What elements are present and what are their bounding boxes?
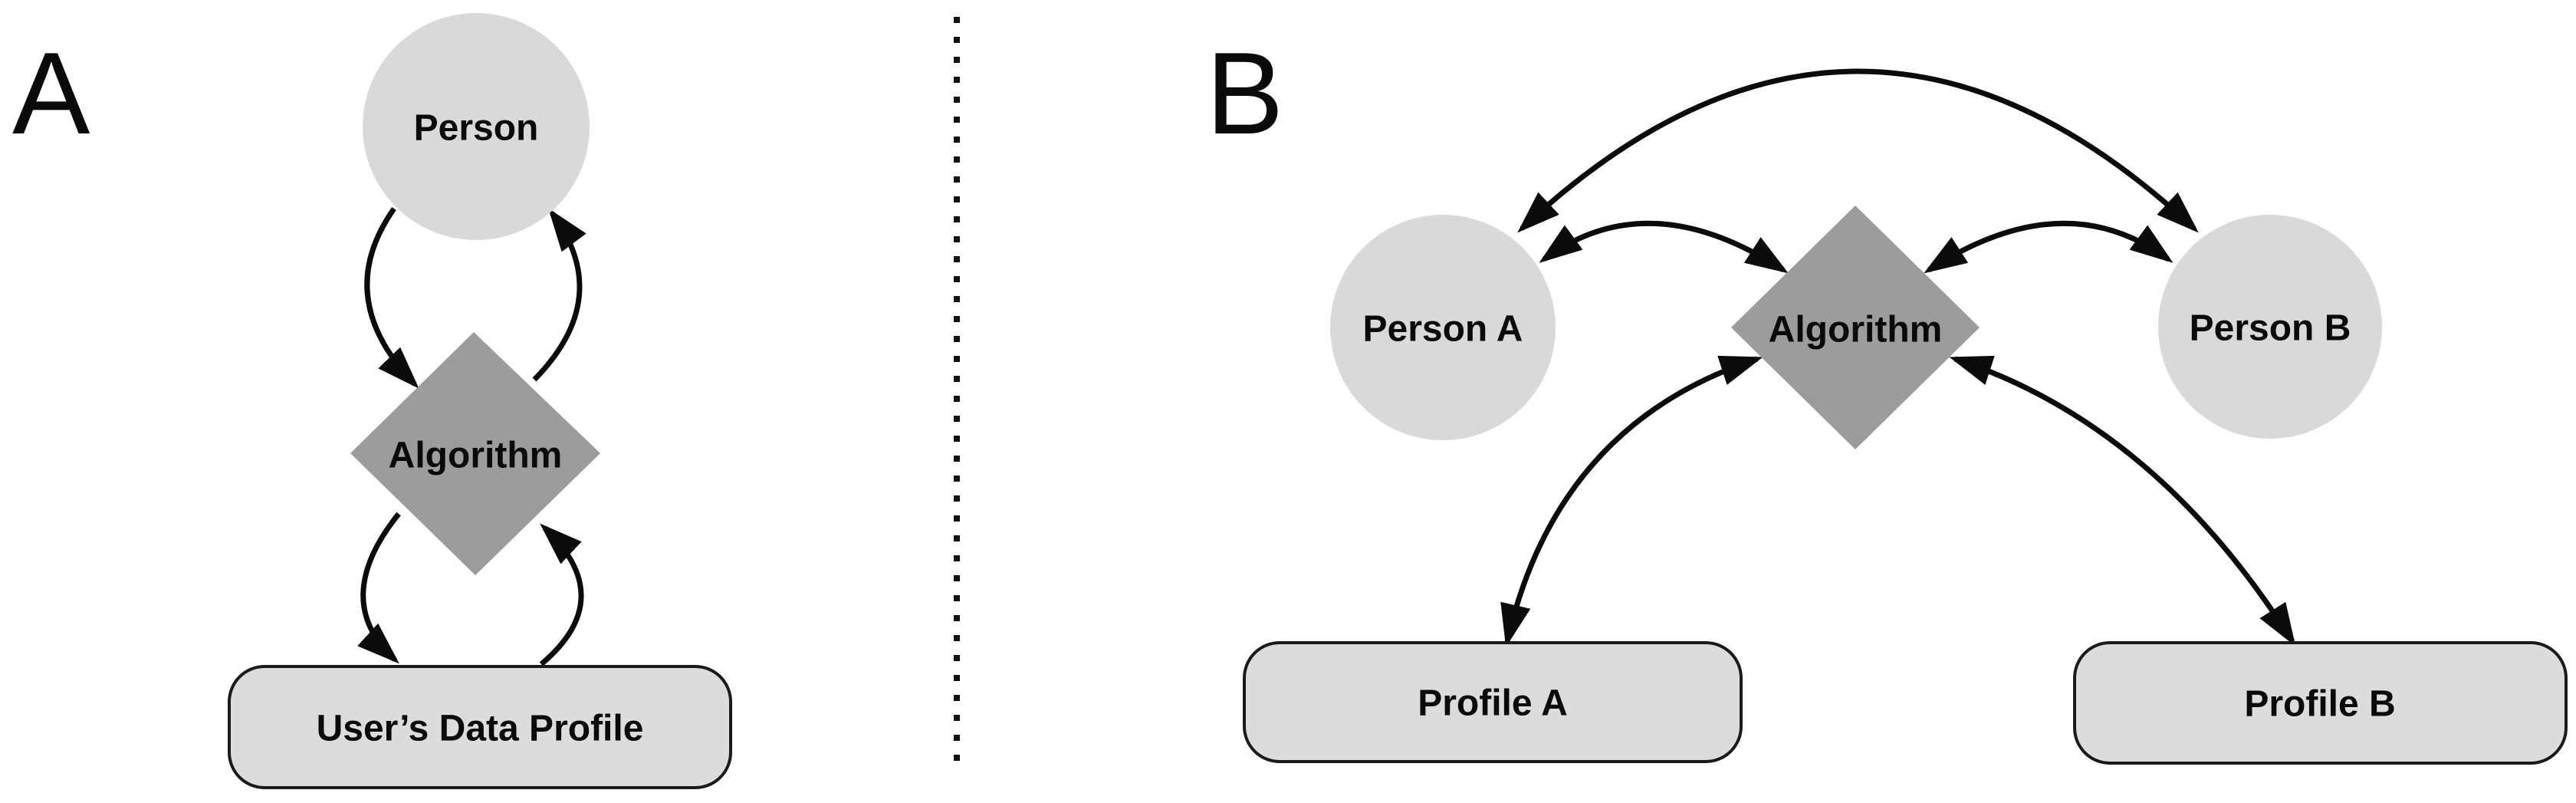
panel-a: A Person Algorithm User’s Data Profile [12, 13, 732, 789]
edge-profile-a-algorithm [1500, 355, 1763, 647]
profile-a-node-label: Profile A [1418, 683, 1568, 724]
algorithm-node-a-label: Algorithm [389, 436, 563, 476]
user-data-profile-label: User’s Data Profile [317, 709, 644, 749]
edge-person-a-person-b [1517, 68, 2199, 233]
edge-person-b-algorithm [1924, 220, 2174, 274]
edge-algorithm-to-profile [357, 512, 401, 664]
edge-person-to-algorithm [364, 206, 419, 389]
panel-b: B Person A Algorithm Person B Profile A … [1206, 28, 2568, 765]
edge-person-a-algorithm [1539, 220, 1789, 274]
person-b-node-label: Person B [2190, 308, 2351, 349]
user-data-profile-node [228, 665, 732, 789]
person-b-node [2158, 215, 2382, 439]
panel-a-label: A [12, 28, 90, 159]
person-node-label: Person [414, 108, 539, 149]
profile-a-node [1243, 641, 1743, 763]
edge-profile-to-algorithm [539, 523, 584, 666]
algorithm-node-a [350, 332, 600, 575]
edge-profile-b-algorithm [1949, 355, 2296, 647]
profile-b-node-label: Profile B [2244, 684, 2395, 725]
person-a-node [1330, 215, 1556, 440]
algorithm-node-b [1731, 206, 1980, 449]
algorithm-node-b-label: Algorithm [1769, 310, 1943, 350]
panel-b-label: B [1206, 28, 1283, 159]
profile-b-node [2073, 641, 2568, 765]
person-node [363, 13, 590, 240]
edge-algorithm-to-person [532, 208, 586, 382]
person-a-node-label: Person A [1363, 309, 1523, 350]
